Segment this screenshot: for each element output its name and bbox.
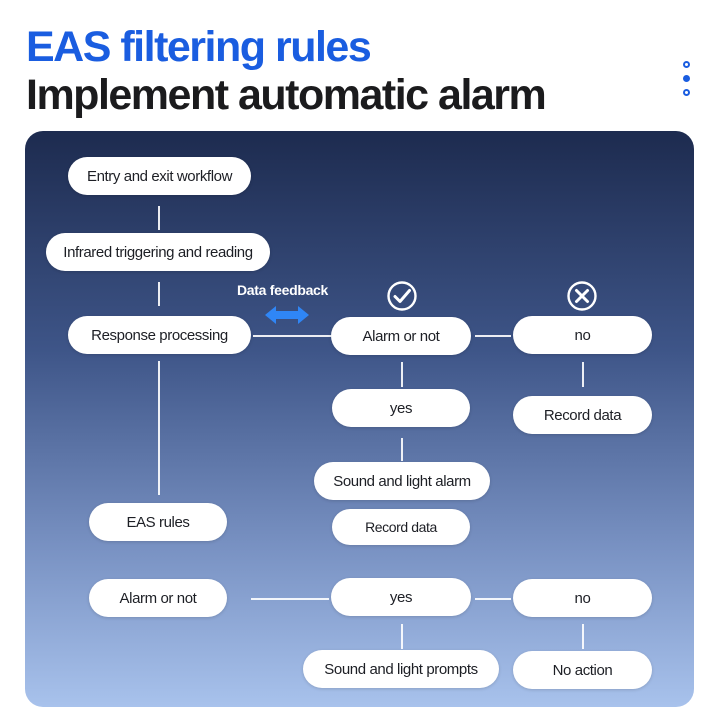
sound-light-prompts-node: Sound and light prompts xyxy=(303,650,499,688)
pagination-dots xyxy=(683,61,695,103)
no-node: no xyxy=(513,316,652,354)
check-circle-icon xyxy=(387,281,417,311)
title-line-1: EAS filtering rules xyxy=(26,23,372,71)
connector-line xyxy=(401,362,403,387)
alarm-or-not-node: Alarm or not xyxy=(331,317,471,355)
yes-node: yes xyxy=(332,389,470,427)
connector-line xyxy=(158,206,160,230)
connector-line xyxy=(475,598,511,600)
connector-line xyxy=(401,438,403,461)
data-feedback-label: Data feedback xyxy=(237,282,329,298)
no-bottom-node: no xyxy=(513,579,652,617)
cross-circle-icon xyxy=(567,281,597,311)
no-action-node: No action xyxy=(513,651,652,689)
eas-rules-node: EAS rules xyxy=(89,503,227,541)
dot-icon xyxy=(683,75,690,82)
infrared-triggering-node: Infrared triggering and reading xyxy=(46,233,270,271)
double-arrow-icon xyxy=(265,306,309,324)
yes-bottom-node: yes xyxy=(331,578,471,616)
dot-icon xyxy=(683,89,690,96)
connector-line xyxy=(158,282,160,306)
connector-line xyxy=(401,624,403,649)
connector-line xyxy=(253,335,331,337)
dot-icon xyxy=(683,61,690,68)
title-line-2: Implement automatic alarm xyxy=(26,71,547,119)
record-data-yes-node: Record data xyxy=(332,509,470,545)
response-processing-node: Response processing xyxy=(68,316,251,354)
flow-panel: Entry and exit workflow Infrared trigger… xyxy=(25,131,694,707)
connector-line xyxy=(475,335,511,337)
sound-light-alarm-node: Sound and light alarm xyxy=(314,462,490,500)
connector-line xyxy=(582,624,584,649)
connector-line xyxy=(251,598,329,600)
connector-line xyxy=(582,362,584,387)
connector-line xyxy=(158,361,160,495)
alarm-or-not-left-node: Alarm or not xyxy=(89,579,227,617)
entry-exit-workflow-node: Entry and exit workflow xyxy=(68,157,251,195)
record-data-no-node: Record data xyxy=(513,396,652,434)
